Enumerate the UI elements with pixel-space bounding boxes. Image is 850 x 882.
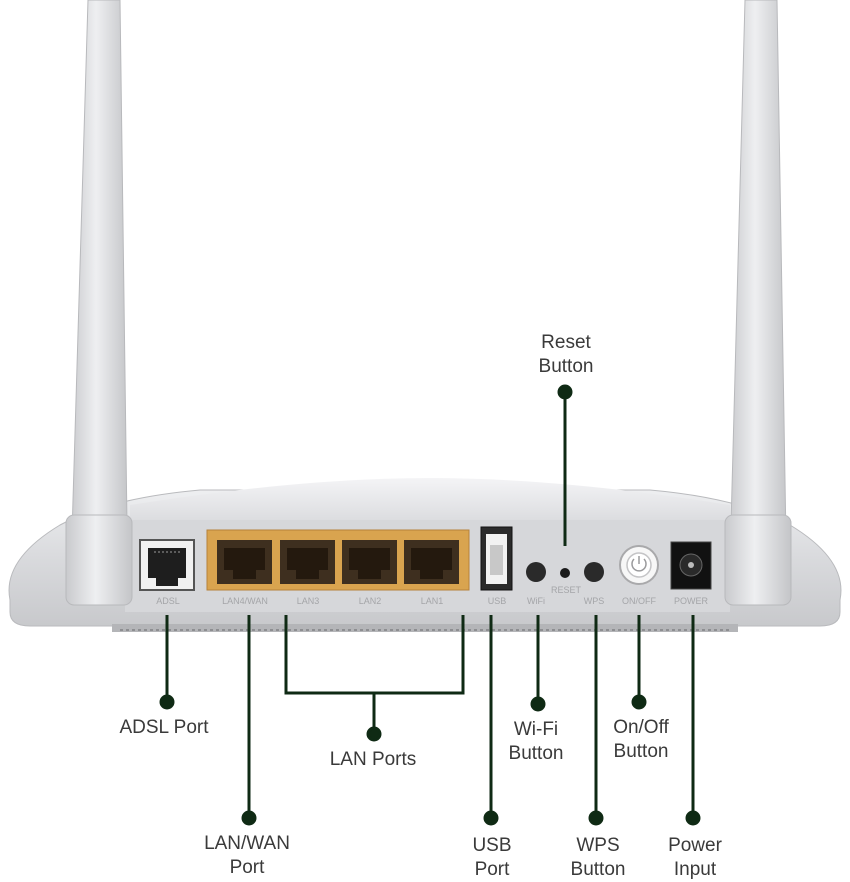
lan-wan-port-callout: LAN/WAN Port bbox=[204, 832, 290, 880]
lan-wan-leader bbox=[241, 615, 257, 826]
lan-wan-callout-line2: Port bbox=[229, 857, 265, 878]
reset-etched-label: RESET bbox=[551, 585, 582, 595]
reset-callout-line2: Button bbox=[538, 356, 594, 377]
lan1-port-socket bbox=[404, 540, 459, 584]
on-off-button-callout: On/Off Button bbox=[613, 716, 669, 764]
wps-button-callout: WPS Button bbox=[571, 834, 626, 882]
lan-ports-callout: LAN Ports bbox=[330, 748, 417, 772]
adsl-port-callout: ADSL Port bbox=[119, 716, 208, 740]
power-callout-line1: Power bbox=[668, 835, 722, 856]
usb-callout-line1: USB bbox=[472, 835, 512, 856]
on-off-leader bbox=[631, 615, 647, 710]
wifi-button-callout: Wi-Fi Button bbox=[509, 718, 564, 766]
lan-wan-port-socket bbox=[217, 540, 272, 584]
wifi-callout-line2: Button bbox=[508, 743, 564, 764]
wifi-etched-label: WiFi bbox=[527, 596, 545, 606]
power-etched-label: POWER bbox=[674, 596, 709, 606]
power-leader bbox=[685, 615, 701, 826]
on-off-callout-line2: Button bbox=[613, 741, 669, 762]
usb-callout-line2: Port bbox=[474, 859, 510, 880]
adsl-leader bbox=[159, 615, 175, 710]
lan3-etched-label: LAN3 bbox=[297, 596, 320, 606]
antenna-left bbox=[65, 0, 133, 606]
wifi-leader bbox=[530, 615, 546, 712]
lan-wan-callout-line1: LAN/WAN bbox=[204, 833, 290, 854]
adsl-callout-line1: ADSL Port bbox=[119, 717, 209, 738]
reset-button bbox=[560, 568, 570, 578]
lan2-etched-label: LAN2 bbox=[359, 596, 382, 606]
power-input bbox=[670, 541, 712, 590]
power-input-callout: Power Input bbox=[668, 834, 722, 882]
reset-callout-line1: Reset bbox=[541, 332, 591, 353]
lan-ports-callout-line1: LAN Ports bbox=[329, 749, 417, 770]
adsl-port bbox=[139, 539, 195, 591]
lan2-port-socket bbox=[342, 540, 397, 584]
lan-port-block bbox=[206, 529, 470, 591]
wps-leader bbox=[588, 615, 604, 826]
wifi-callout-line1: Wi-Fi bbox=[513, 719, 559, 740]
wifi-button bbox=[526, 562, 546, 582]
usb-port bbox=[480, 526, 513, 591]
adsl-etched-label: ADSL bbox=[156, 596, 180, 606]
reset-button-callout: Reset Button bbox=[539, 331, 594, 379]
lan-wan-etched-label: LAN4/WAN bbox=[222, 596, 268, 606]
wps-etched-label: WPS bbox=[584, 596, 605, 606]
usb-port-callout: USB Port bbox=[472, 834, 511, 882]
reset-leader bbox=[557, 384, 573, 546]
usb-etched-label: USB bbox=[488, 596, 507, 606]
lan-ports-leader bbox=[284, 615, 465, 742]
lan1-etched-label: LAN1 bbox=[421, 596, 444, 606]
usb-leader bbox=[483, 615, 499, 826]
wps-callout-line1: WPS bbox=[576, 835, 620, 856]
power-callout-line2: Input bbox=[673, 859, 717, 880]
on-off-button bbox=[619, 545, 659, 585]
on-off-etched-label: ON/OFF bbox=[622, 596, 656, 606]
wps-button bbox=[584, 562, 604, 582]
antenna-right bbox=[724, 0, 792, 606]
lan3-port-socket bbox=[280, 540, 335, 584]
on-off-callout-line1: On/Off bbox=[613, 717, 669, 738]
wps-callout-line2: Button bbox=[570, 859, 626, 880]
